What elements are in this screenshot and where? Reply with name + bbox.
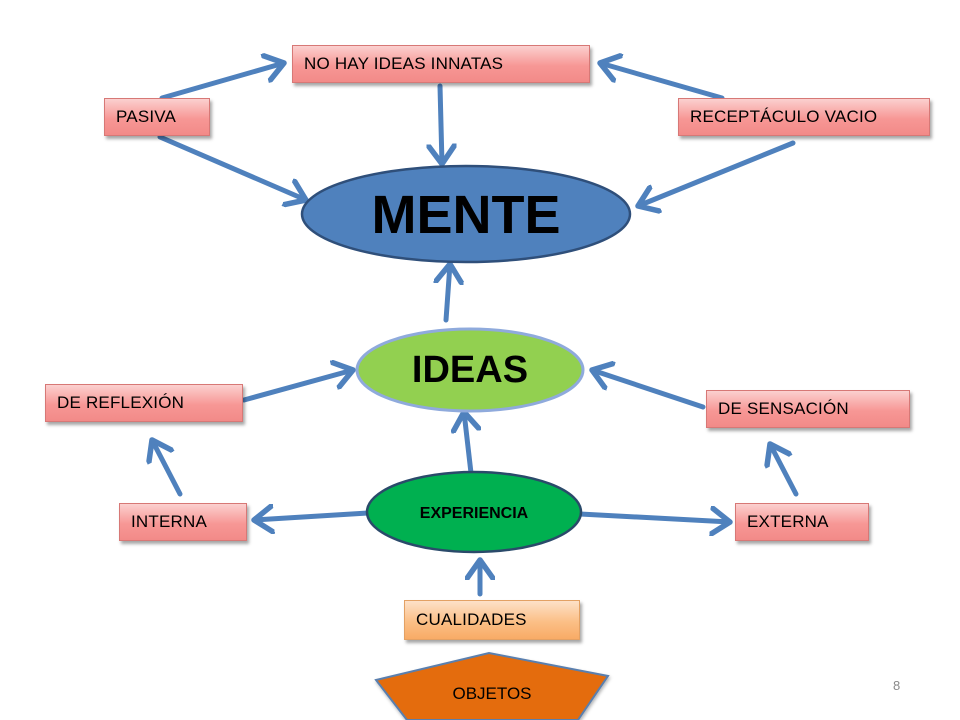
- box-de-sensacion: DE SENSACIÓN: [706, 390, 910, 428]
- box-de-reflexion: DE REFLEXIÓN: [45, 384, 243, 422]
- experiencia-label: EXPERIENCIA: [419, 505, 529, 522]
- arrow-sensacion-to-ideas: [592, 370, 706, 410]
- arrow-interna-to-reflexion: [152, 440, 183, 497]
- box-no-hay-ideas-innatas: NO HAY IDEAS INNATAS: [292, 45, 590, 83]
- mente-label: MENTE: [371, 185, 561, 245]
- arrow-ideas-to-mente: [446, 264, 450, 323]
- ideas-ellipse: [355, 327, 585, 413]
- arrow-no-ideas-innatas-to-mente: [440, 83, 442, 164]
- arrow-externa-to-sensacion: [770, 444, 799, 497]
- mente-ellipse: [300, 164, 632, 264]
- objetos-shape: [374, 651, 610, 720]
- box-cualidades: CUALIDADES: [404, 600, 580, 640]
- arrow-receptaculo-to-mente: [638, 140, 796, 206]
- ideas-label: IDEAS: [411, 348, 529, 391]
- arrow-experiencia-to-interna: [254, 513, 371, 520]
- arrow-reflexion-to-ideas: [241, 370, 353, 403]
- box-externa: EXTERNA: [735, 503, 869, 541]
- arrow-experiencia-to-ideas: [464, 412, 471, 476]
- box-interna: INTERNA: [119, 503, 247, 541]
- objetos-label: OBJETOS: [452, 684, 532, 703]
- page-number: 8: [893, 678, 901, 693]
- arrow-receptaculo-to-no-ideas-innatas: [600, 63, 725, 101]
- arrow-pasiva-to-mente: [157, 134, 306, 200]
- arrow-pasiva-to-no-ideas-innatas: [159, 63, 284, 101]
- box-pasiva: PASIVA: [104, 98, 210, 136]
- box-receptaculo-vacio: RECEPTÁCULO VACIO: [678, 98, 930, 136]
- experiencia-ellipse: [365, 470, 583, 554]
- arrow-experiencia-to-externa: [577, 514, 730, 522]
